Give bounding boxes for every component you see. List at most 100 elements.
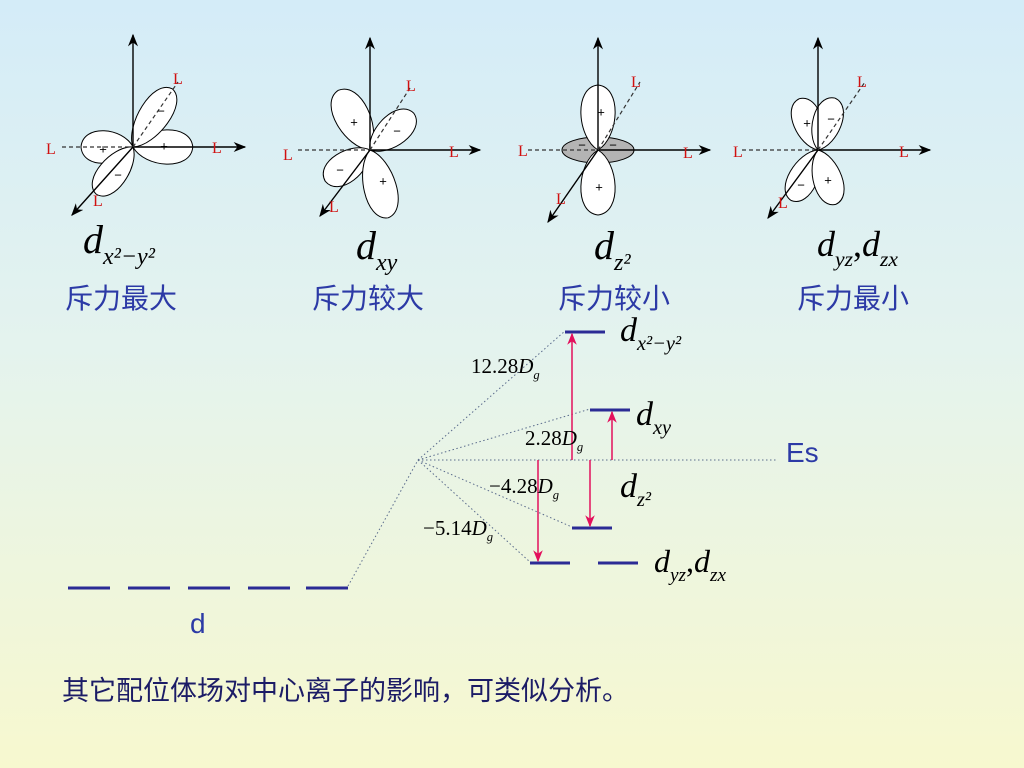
repulsion-label: 斥力最大 <box>65 282 178 315</box>
orbital-label-dz2: dz² <box>594 223 631 275</box>
x-axis <box>547 149 599 224</box>
orbital-symbol: d <box>654 543 670 579</box>
level-label-dx2-y2: dx²−y² <box>620 312 681 355</box>
x-axis-back <box>132 81 179 148</box>
repulsion-label: 斥力较小 <box>558 282 671 315</box>
ligand-label: L <box>212 140 222 157</box>
es-label: Es <box>786 437 819 468</box>
ligand-label: L <box>518 143 528 160</box>
energy-unit-subscript: g <box>486 529 494 544</box>
lobe-sign: + <box>350 114 358 129</box>
energy-unit: D <box>561 426 577 450</box>
orbital-subscript: x²−y² <box>103 243 155 270</box>
ligand-label: L <box>329 199 339 216</box>
lobe-sign: − <box>578 137 586 152</box>
orbital-symbol: d <box>356 223 376 268</box>
orbital-symbol: d <box>620 312 637 349</box>
orbital-figure-dx2-y2: + + − − L L L L <box>46 33 247 216</box>
energy-number: −5.14 <box>423 516 472 540</box>
ligand-label: L <box>449 144 459 161</box>
degenerate-d-label: d <box>190 608 206 639</box>
lobe-sign: + <box>160 138 168 153</box>
energy-value-dx2-y2: 12.28Dg <box>471 354 540 381</box>
lobe-sign: − <box>797 177 805 192</box>
correlation-line <box>347 459 419 587</box>
energy-value-dz2: −4.28Dg <box>489 474 559 501</box>
lobe-sign: + <box>379 173 387 188</box>
energy-number: 12.28 <box>471 354 519 378</box>
separator: , <box>853 224 862 264</box>
orbital-subscript: xy <box>376 249 398 276</box>
energy-level-diagram <box>68 330 778 590</box>
ligand-label: L <box>733 144 743 161</box>
ligand-label: L <box>283 147 293 164</box>
orbital-label-dx2-y2: dx²−y² <box>83 217 155 269</box>
orbital-figure-dyz-dzx: + − − + L L L L <box>733 36 932 220</box>
lobe-sign: − <box>393 123 401 138</box>
repulsion-label: 斥力最小 <box>797 282 910 315</box>
orbital-symbol: d <box>594 223 614 268</box>
orbital-figure-dxy: + − − + L L L L <box>283 36 482 223</box>
separator: , <box>685 543 694 579</box>
ligand-label: L <box>406 78 416 95</box>
orbital-subscript: z² <box>614 249 631 276</box>
energy-value-dxy: 2.28Dg <box>525 426 583 453</box>
x-axis <box>319 149 371 218</box>
lobe-sign: + <box>99 141 107 156</box>
correlation-line <box>417 459 531 563</box>
orbital-symbol: d <box>620 468 637 505</box>
orbital-symbol: d <box>636 396 653 433</box>
ligand-label: L <box>683 145 693 162</box>
energy-unit-subscript: g <box>533 367 540 382</box>
ligand-label: L <box>173 71 183 88</box>
energy-unit-subscript: g <box>552 487 560 502</box>
lobe-sign: − <box>609 137 617 152</box>
energy-unit: D <box>518 354 534 378</box>
orbital-subscript: xy <box>653 417 672 440</box>
orbital-symbol: d <box>693 543 710 579</box>
ligand-label: L <box>93 193 103 210</box>
x-axis-back <box>369 87 411 151</box>
energy-value-dyz-dzx: −5.14Dg <box>423 516 493 543</box>
x-axis <box>71 146 134 216</box>
orbital-symbol: d <box>862 224 880 264</box>
ligand-label: L <box>899 144 909 161</box>
orbital-subscript: yz <box>670 564 686 586</box>
lobe-sign: + <box>803 115 811 130</box>
orbital-symbol: d <box>817 224 835 264</box>
lobe-sign: + <box>595 179 603 194</box>
level-label-dxy: dxy <box>636 396 671 439</box>
repulsion-label: 斥力较大 <box>312 282 425 315</box>
level-label-dyz-dzx: dyz,dzx <box>654 543 726 585</box>
footer-note: 其它配位体场对中心离子的影响，可类似分析。 <box>62 676 629 707</box>
energy-number: −4.28 <box>489 474 538 498</box>
x-axis-back <box>597 81 641 151</box>
energy-unit: D <box>537 474 553 498</box>
ligand-label: L <box>631 74 641 91</box>
orbital-label-dyz-dzx: dyz,dzx <box>817 224 898 270</box>
orbital-figure-dz2: + + − − L L L L <box>518 36 712 224</box>
orbital-label-dxy: dxy <box>356 223 397 275</box>
orbital-subscript: x²−y² <box>637 333 682 356</box>
ligand-label: L <box>857 74 867 91</box>
energy-number: 2.28 <box>525 426 562 450</box>
energy-unit: D <box>471 516 487 540</box>
correlation-line <box>417 330 566 461</box>
orbital-subscript: z² <box>637 489 652 512</box>
lobe-sign: + <box>597 104 605 119</box>
orbital-subscript: zx <box>709 564 726 586</box>
level-label-dz2: dz² <box>620 468 651 511</box>
ligand-label: L <box>556 191 566 208</box>
lobe-sign: − <box>336 162 344 177</box>
lobe-sign: + <box>824 172 832 187</box>
energy-unit-subscript: g <box>576 439 584 454</box>
lobe-sign: − <box>157 103 165 118</box>
orbital-subscript: zx <box>880 246 898 271</box>
orbital-symbol: d <box>83 217 103 262</box>
ligand-label: L <box>46 141 56 158</box>
lobe-sign: − <box>827 111 835 126</box>
x-axis <box>767 149 819 220</box>
lobe-sign: − <box>114 167 122 182</box>
orbital-subscript: yz <box>835 246 853 271</box>
